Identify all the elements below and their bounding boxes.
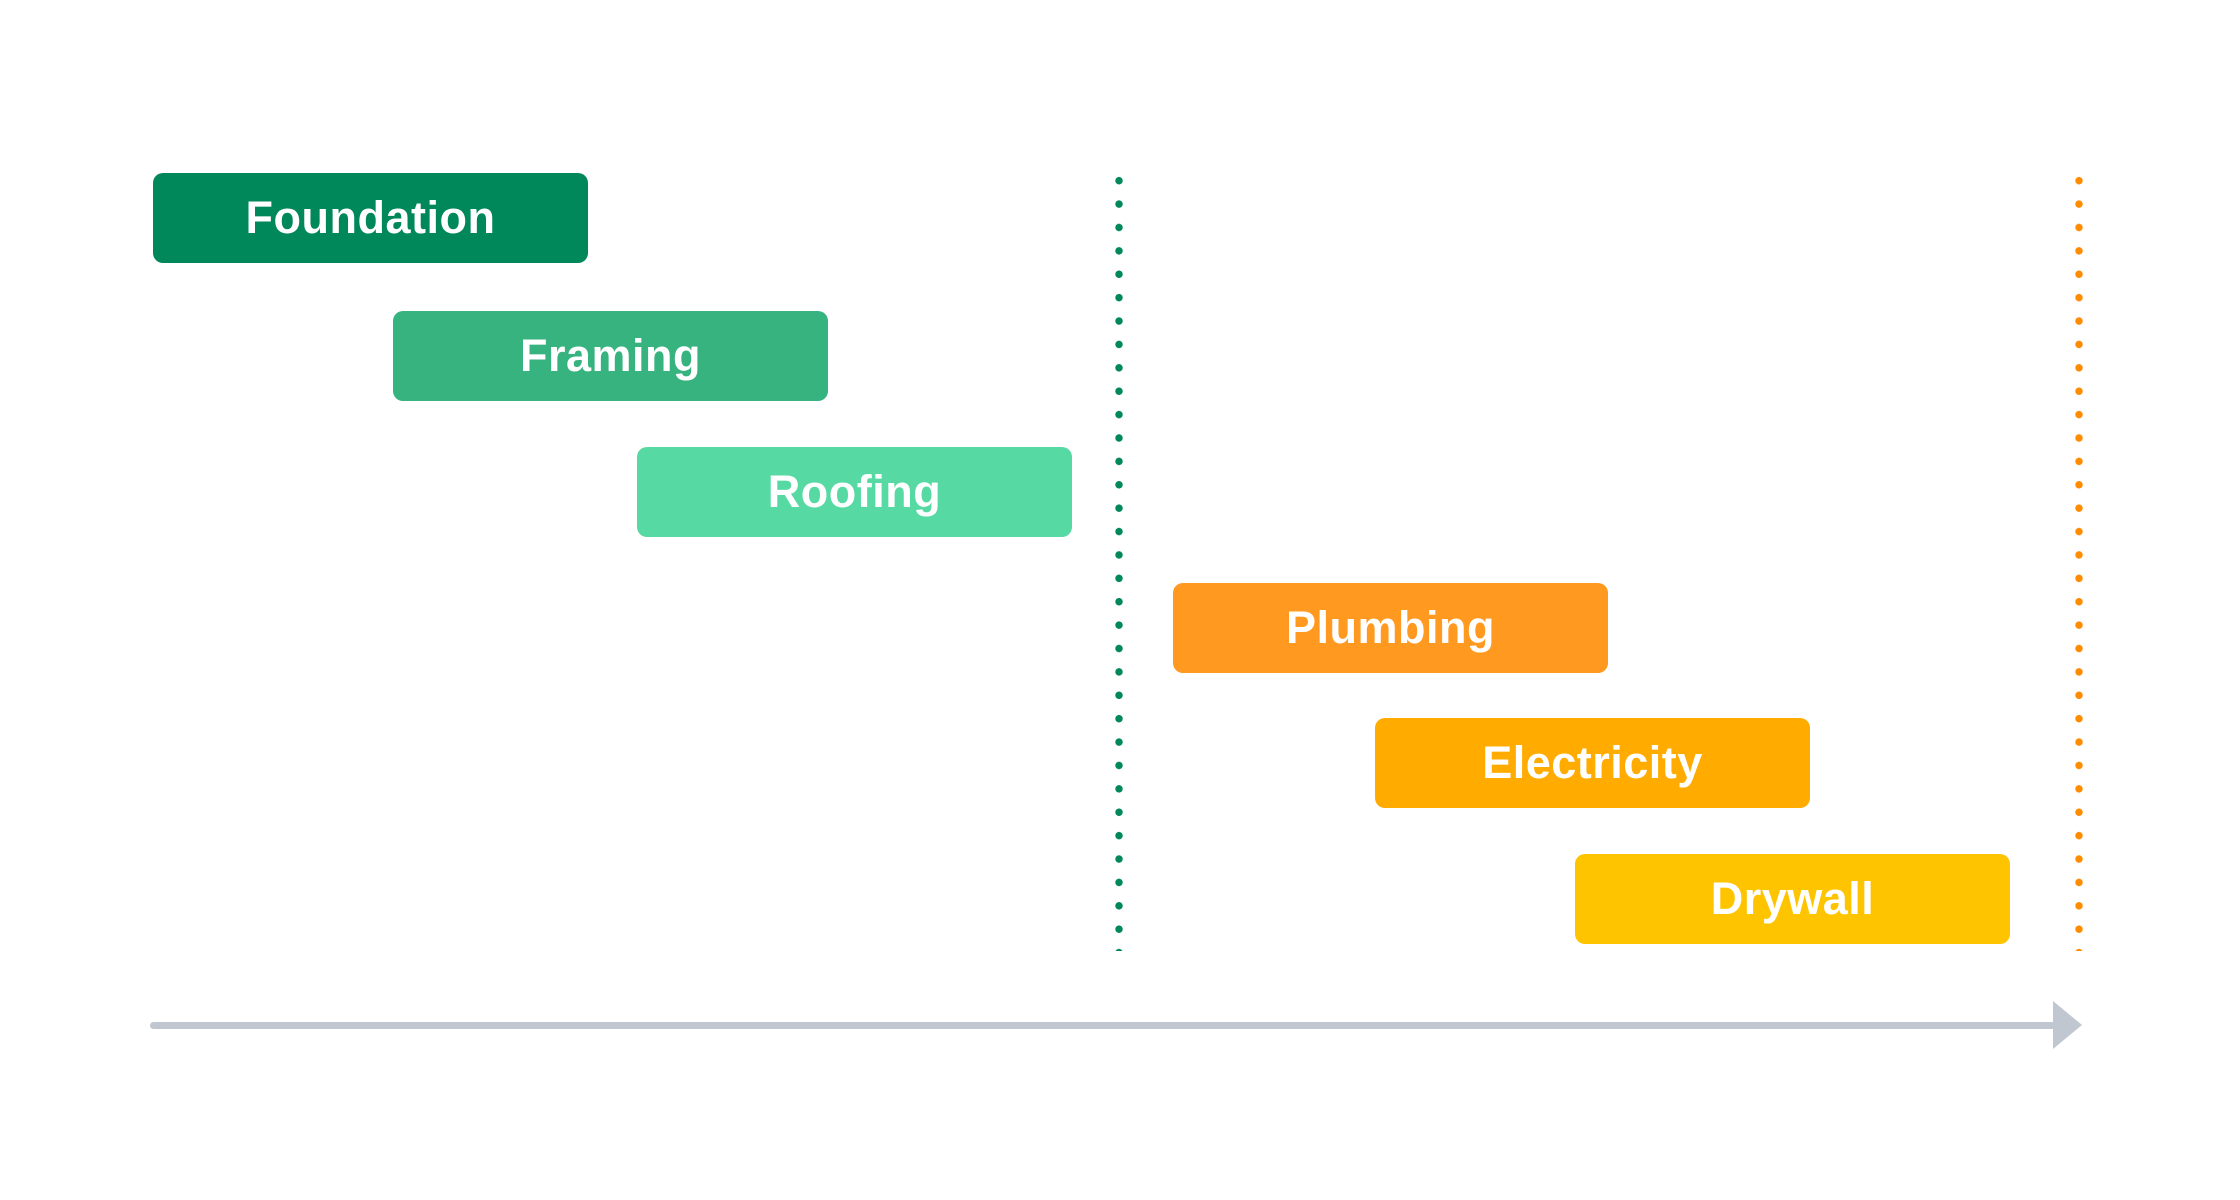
task-bar-framing: Framing bbox=[393, 311, 828, 401]
task-bar-plumbing: Plumbing bbox=[1173, 583, 1608, 673]
task-label-foundation: Foundation bbox=[245, 192, 496, 243]
task-label-framing: Framing bbox=[519, 330, 702, 381]
task-label-drywall: Drywall bbox=[1710, 873, 1875, 924]
task-bar-roofing: Roofing bbox=[637, 447, 1072, 537]
timeline-arrow-shaft bbox=[150, 1022, 2055, 1029]
task-label-roofing: Roofing bbox=[767, 466, 942, 517]
task-label-plumbing: Plumbing bbox=[1286, 602, 1495, 653]
orange-dotted-divider bbox=[2075, 169, 2083, 951]
green-dotted-divider bbox=[1115, 169, 1123, 951]
task-bar-drywall: Drywall bbox=[1575, 854, 2010, 944]
task-bar-foundation: Foundation bbox=[153, 173, 588, 263]
task-label-electricity: Electricity bbox=[1482, 737, 1703, 788]
task-bar-electricity: Electricity bbox=[1375, 718, 1810, 808]
timeline-arrow-head-icon bbox=[2053, 1001, 2082, 1049]
